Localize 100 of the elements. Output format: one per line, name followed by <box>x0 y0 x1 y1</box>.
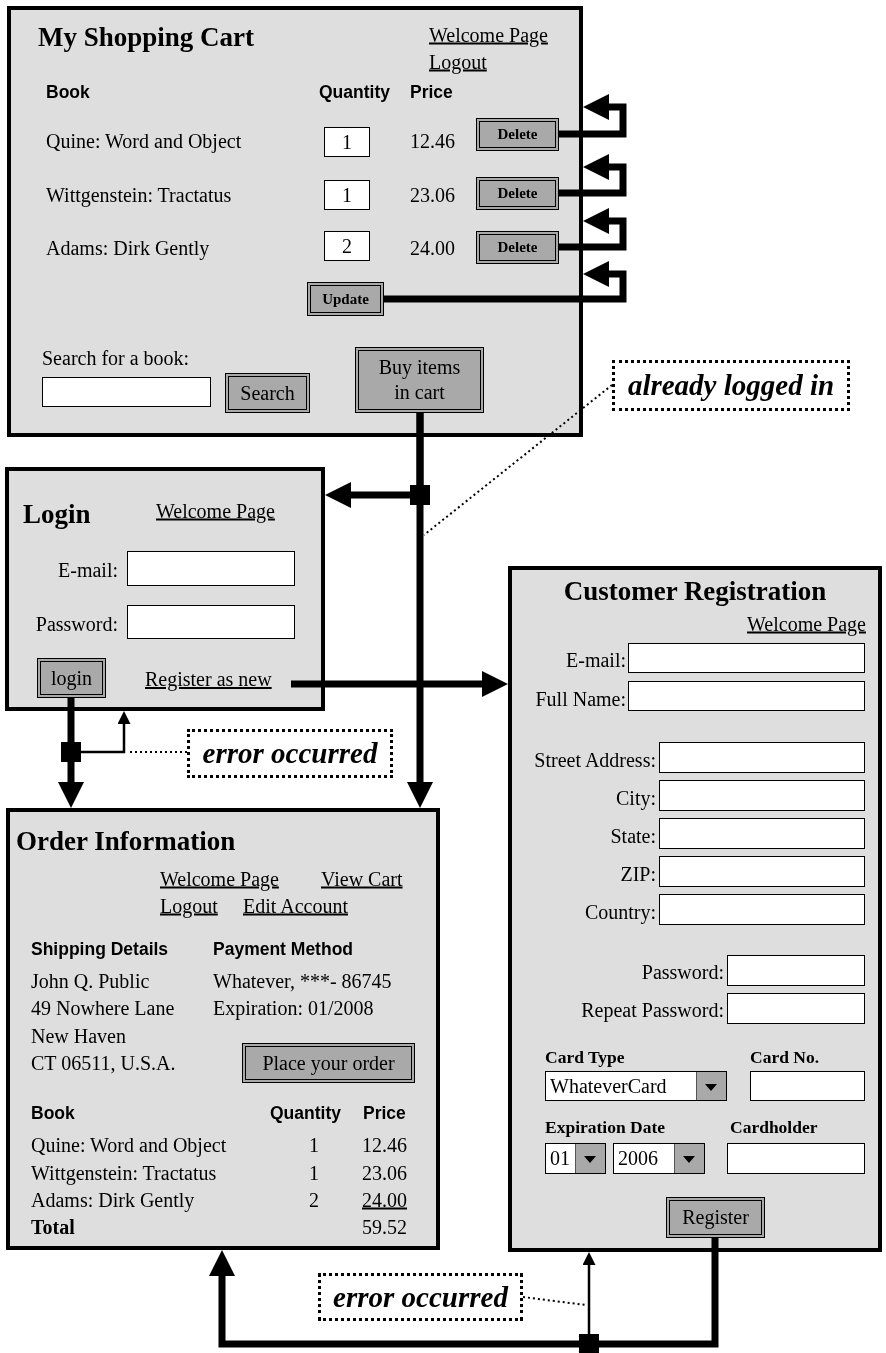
login-button: login <box>37 658 106 698</box>
delete-button: Delete <box>476 118 559 151</box>
page-title: Login <box>23 498 91 530</box>
table-text: 59.52 <box>362 1215 407 1239</box>
delete-button: Delete <box>476 231 559 264</box>
table-text: Whatever, ***- 86745 <box>213 969 392 993</box>
field-label: ZIP: <box>620 862 656 886</box>
column-header: Shipping Details <box>31 938 169 960</box>
table-text: 1 <box>309 1161 319 1185</box>
field-label: E-mail: <box>566 648 626 672</box>
table-text: CT 06511, U.S.A. <box>31 1051 176 1075</box>
column-header: Price <box>410 81 453 103</box>
field-label: Cardholder <box>730 1116 818 1138</box>
text-field <box>127 605 295 639</box>
select-field: 2006 <box>613 1143 705 1174</box>
page-title: My Shopping Cart <box>38 21 255 53</box>
arrow <box>291 671 508 697</box>
select-field: 01 <box>545 1143 606 1174</box>
page-panel <box>6 808 440 1250</box>
text-field <box>727 993 865 1024</box>
table-text: 24.00 <box>362 1188 407 1212</box>
register-link: Register as new <box>145 668 291 694</box>
field-label: Repeat Password: <box>581 998 724 1022</box>
text-field <box>628 681 865 711</box>
arrow <box>384 261 627 303</box>
arrow <box>559 94 627 138</box>
buy-button: Buy items in cart <box>355 347 484 413</box>
text-field <box>659 742 865 773</box>
text-field <box>659 894 865 925</box>
leader-line <box>129 751 188 753</box>
quantity-field: 2 <box>324 231 370 261</box>
callout-box: error occurred <box>187 729 393 778</box>
nav-link: Welcome Page <box>747 612 866 636</box>
table-text: Expiration: 01/2008 <box>213 996 374 1020</box>
column-header: Payment Method <box>213 938 354 960</box>
text-field <box>750 1071 865 1101</box>
select-field: WhateverCard <box>545 1071 727 1101</box>
arrow <box>58 698 84 808</box>
field-label: Card Type <box>545 1046 625 1068</box>
text-field <box>127 551 295 586</box>
table-text: 23.06 <box>362 1161 407 1185</box>
field-label: E-mail: <box>58 558 118 582</box>
callout-box: error occurred <box>318 1273 523 1321</box>
field-label: Full Name: <box>535 687 626 711</box>
quantity-field: 1 <box>324 127 370 157</box>
column-header: Quantity <box>270 1102 341 1124</box>
order-button: Place your order <box>242 1043 415 1083</box>
nav-link: Logout <box>429 50 487 74</box>
column-header: Quantity <box>319 81 390 103</box>
nav-link: Welcome Page <box>156 499 275 523</box>
field-label: Street Address: <box>534 748 656 772</box>
leader-line <box>522 1296 587 1306</box>
page-panel <box>7 6 583 437</box>
table-text: Quine: Word and Object <box>46 129 242 153</box>
table-text: Quine: Word and Object <box>31 1133 227 1157</box>
table-text: 2 <box>309 1188 319 1212</box>
field-label: Password: <box>641 960 724 984</box>
callout-box: already logged in <box>612 360 850 411</box>
page-title: Order Information <box>16 825 236 857</box>
nav-link: View Cart <box>321 867 403 891</box>
leader-line <box>423 384 613 536</box>
table-text: 49 Nowhere Lane <box>31 996 175 1020</box>
text-field <box>659 818 865 849</box>
text-field <box>659 780 865 811</box>
search-button: Search <box>225 373 310 413</box>
page-panel <box>508 566 882 1252</box>
table-text: 23.06 <box>410 183 455 207</box>
table-text: 12.46 <box>362 1133 407 1157</box>
quantity-field: 1 <box>324 180 370 210</box>
text-field <box>727 1143 865 1174</box>
search-field <box>42 377 211 407</box>
field-label: State: <box>610 824 656 848</box>
nav-link: Logout <box>160 894 218 918</box>
column-header: Book <box>46 81 90 103</box>
field-label: City: <box>616 786 656 810</box>
field-label: Expiration Date <box>545 1116 666 1138</box>
total-label: Total <box>31 1215 75 1239</box>
table-text: 12.46 <box>410 129 455 153</box>
table-text: 1 <box>309 1133 319 1157</box>
arrow <box>407 413 433 808</box>
text-field <box>659 856 865 887</box>
arrow <box>559 154 627 197</box>
table-text: 24.00 <box>410 236 455 260</box>
text-field <box>727 955 865 986</box>
page-title: Customer Registration <box>563 575 827 607</box>
text-field <box>628 643 865 673</box>
update-button: Update <box>307 282 384 316</box>
delete-button: Delete <box>476 177 559 210</box>
nav-link: Edit Account <box>243 894 348 918</box>
table-text: Search for a book: <box>42 346 190 370</box>
nav-link: Welcome Page <box>429 23 548 47</box>
register-button: Register <box>666 1197 765 1238</box>
table-text: John Q. Public <box>31 969 150 993</box>
field-label: Card No. <box>750 1046 820 1068</box>
arrow <box>209 1238 719 1348</box>
field-label: Password: <box>35 612 118 636</box>
nav-link: Welcome Page <box>160 867 279 891</box>
table-text: Wittgenstein: Tractatus <box>46 183 232 207</box>
page-panel <box>5 467 325 711</box>
table-text: New Haven <box>31 1024 126 1048</box>
